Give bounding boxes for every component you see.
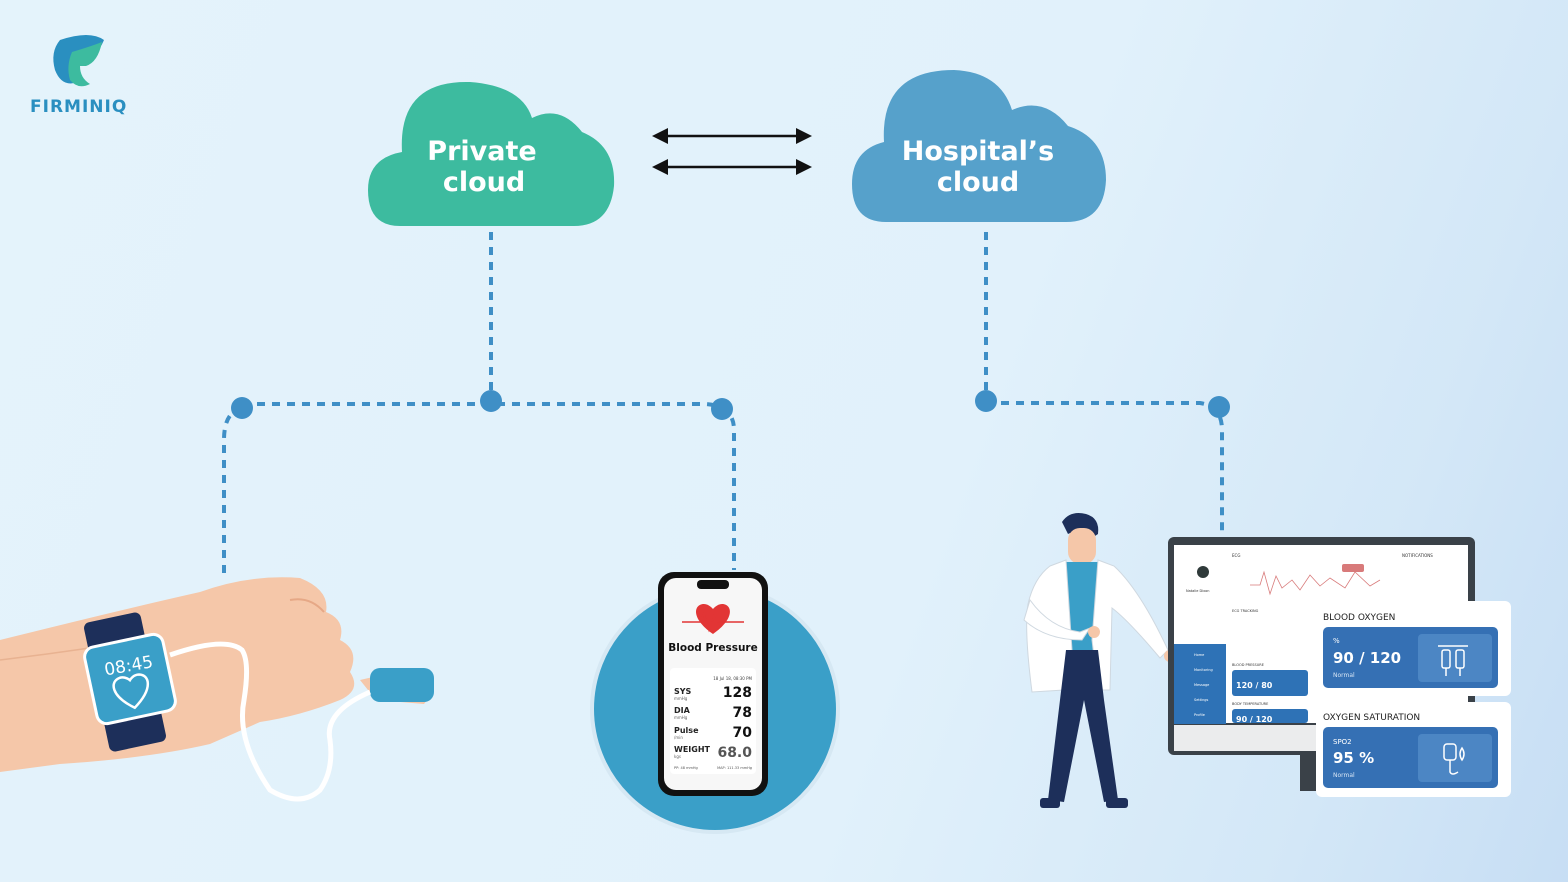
reading-pulse-value: 70 — [733, 725, 753, 741]
phone-date: 18 Jul 18, 08:30 PM — [713, 676, 752, 681]
bp-value: 120 / 80 — [1236, 681, 1273, 690]
oxygen-saturation-status: Normal — [1333, 772, 1355, 779]
nav-item-settings[interactable]: Settings — [1194, 698, 1209, 702]
phone-footer-left: PP: 48 mmHg — [674, 766, 698, 770]
patient-name: Natalie Dixon — [1186, 589, 1209, 593]
bp-label: BLOOD PRESSURE — [1232, 663, 1264, 667]
private-cloud: Private cloud — [368, 81, 615, 226]
phone-footer-right: MAP: 111.33 mmHg — [717, 766, 752, 770]
hospital-cloud-label-2: cloud — [937, 167, 1019, 198]
reading-weight-value: 68.0 — [717, 745, 752, 761]
oxygen-saturation-title: OXYGEN SATURATION — [1323, 713, 1420, 723]
ecg-tracking-label: ECG TRACKING — [1232, 609, 1259, 613]
reading-pulse-unit: /min — [674, 735, 683, 740]
double-arrow-icon — [652, 128, 812, 175]
reading-pulse-label: Pulse — [674, 726, 699, 735]
reading-sys-label: SYS — [674, 687, 692, 696]
brand-name: FIRMINIQ — [30, 97, 127, 117]
hospital-cloud-label-1: Hospital’s — [902, 136, 1055, 167]
notifications-label: NOTIFICATIONS — [1402, 553, 1433, 558]
reading-dia-unit: mmHg — [674, 715, 688, 720]
blood-oxygen-value: 90 / 120 — [1333, 649, 1401, 667]
reading-dia-label: DIA — [674, 706, 691, 715]
connector-nodes — [231, 390, 1230, 420]
blood-oxygen-unit: % — [1333, 637, 1340, 645]
phone-title: Blood Pressure — [668, 642, 757, 654]
blood-oxygen-status: Normal — [1333, 672, 1355, 679]
reading-weight-unit: kgs — [674, 754, 681, 759]
private-cloud-label-1: Private — [427, 136, 536, 167]
ecg-label: ECG — [1232, 553, 1240, 558]
oxygen-saturation-card: OXYGEN SATURATION SPO2 95 % Normal — [1316, 702, 1511, 797]
bt-value: 90 / 120 — [1236, 715, 1273, 724]
heart-pulse-icon — [112, 673, 150, 710]
firminiq-logo-icon — [53, 35, 104, 87]
oximeter-icon — [1443, 743, 1465, 775]
reading-dia-value: 78 — [733, 705, 752, 721]
reading-sys-unit: mmHg — [674, 696, 688, 701]
bt-label: BODY TEMPERATURE — [1232, 702, 1268, 706]
hospital-cloud: Hospital’s cloud — [852, 70, 1106, 222]
blood-pressure-phone: Blood Pressure 18 Jul 18, 08:30 PM SYS m… — [590, 572, 840, 834]
nav-item-monitoring[interactable]: Monitoring — [1194, 668, 1213, 672]
doctor-figure — [1023, 513, 1176, 808]
blood-oxygen-title: BLOOD OXYGEN — [1323, 613, 1395, 623]
iv-drip-icon — [1438, 645, 1468, 676]
reading-sys-value: 128 — [723, 685, 752, 701]
wearable-hand: 08:45 — [0, 577, 434, 802]
finger-oximeter-icon — [370, 668, 434, 702]
oxygen-saturation-unit: SPO2 — [1333, 738, 1352, 746]
nav-item-message[interactable]: Message — [1194, 683, 1209, 687]
blood-oxygen-card: BLOOD OXYGEN % 90 / 120 Normal — [1316, 601, 1511, 696]
oxygen-saturation-value: 95 % — [1333, 749, 1374, 767]
private-cloud-label-2: cloud — [443, 167, 525, 198]
nav-item-home[interactable]: Home — [1194, 653, 1204, 657]
nav-item-profile[interactable]: Profile — [1194, 713, 1205, 717]
reading-weight-label: WEIGHT — [674, 745, 711, 754]
